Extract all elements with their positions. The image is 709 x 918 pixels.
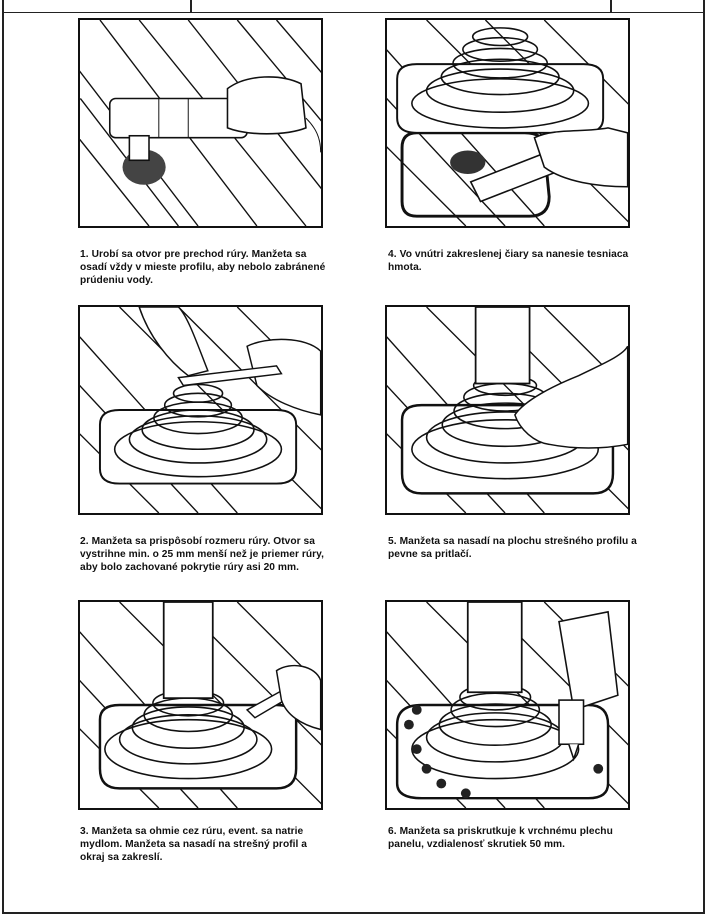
step-number: 2. [80, 536, 89, 547]
step-4-caption: 4.Vo vnútri zakreslenej čiary sa nanesie… [388, 248, 638, 274]
step-6-caption: 6.Manžeta sa priskrutkuje k vrchnému ple… [388, 825, 638, 851]
step-text: Manžeta sa priskrutkuje k vrchnému plech… [388, 826, 613, 851]
step-text: Urobí sa otvor pre prechod rúry. Manžeta… [80, 249, 326, 287]
step-text: Manžeta sa ohmie cez rúru, event. sa nat… [80, 826, 308, 864]
step-2-caption: 2.Manžeta sa prispôsobí rozmeru rúry. Ot… [80, 535, 330, 575]
step-6-illustration [385, 600, 630, 810]
step-number: 4. [388, 249, 397, 260]
step-4-illustration [385, 18, 630, 228]
step-5-illustration [385, 305, 630, 515]
step-number: 5. [388, 536, 397, 547]
top-divider [190, 0, 192, 12]
step-1-caption: 1.Urobí sa otvor pre prechod rúry. Manže… [80, 248, 330, 288]
step-3-caption: 3.Manžeta sa ohmie cez rúru, event. sa n… [80, 825, 330, 865]
step-3-illustration [78, 600, 323, 810]
step-text: Manžeta sa prispôsobí rozmeru rúry. Otvo… [80, 536, 325, 574]
step-text: Vo vnútri zakreslenej čiary sa nanesie t… [388, 249, 629, 274]
step-number: 3. [80, 826, 89, 837]
step-number: 1. [80, 249, 89, 260]
top-divider [610, 0, 612, 12]
step-text: Manžeta sa nasadí na plochu strešného pr… [388, 536, 637, 561]
step-2-illustration [78, 305, 323, 515]
step-5-caption: 5.Manžeta sa nasadí na plochu strešného … [388, 535, 638, 561]
top-border [2, 0, 705, 13]
step-number: 6. [388, 826, 397, 837]
step-1-illustration [78, 18, 323, 228]
